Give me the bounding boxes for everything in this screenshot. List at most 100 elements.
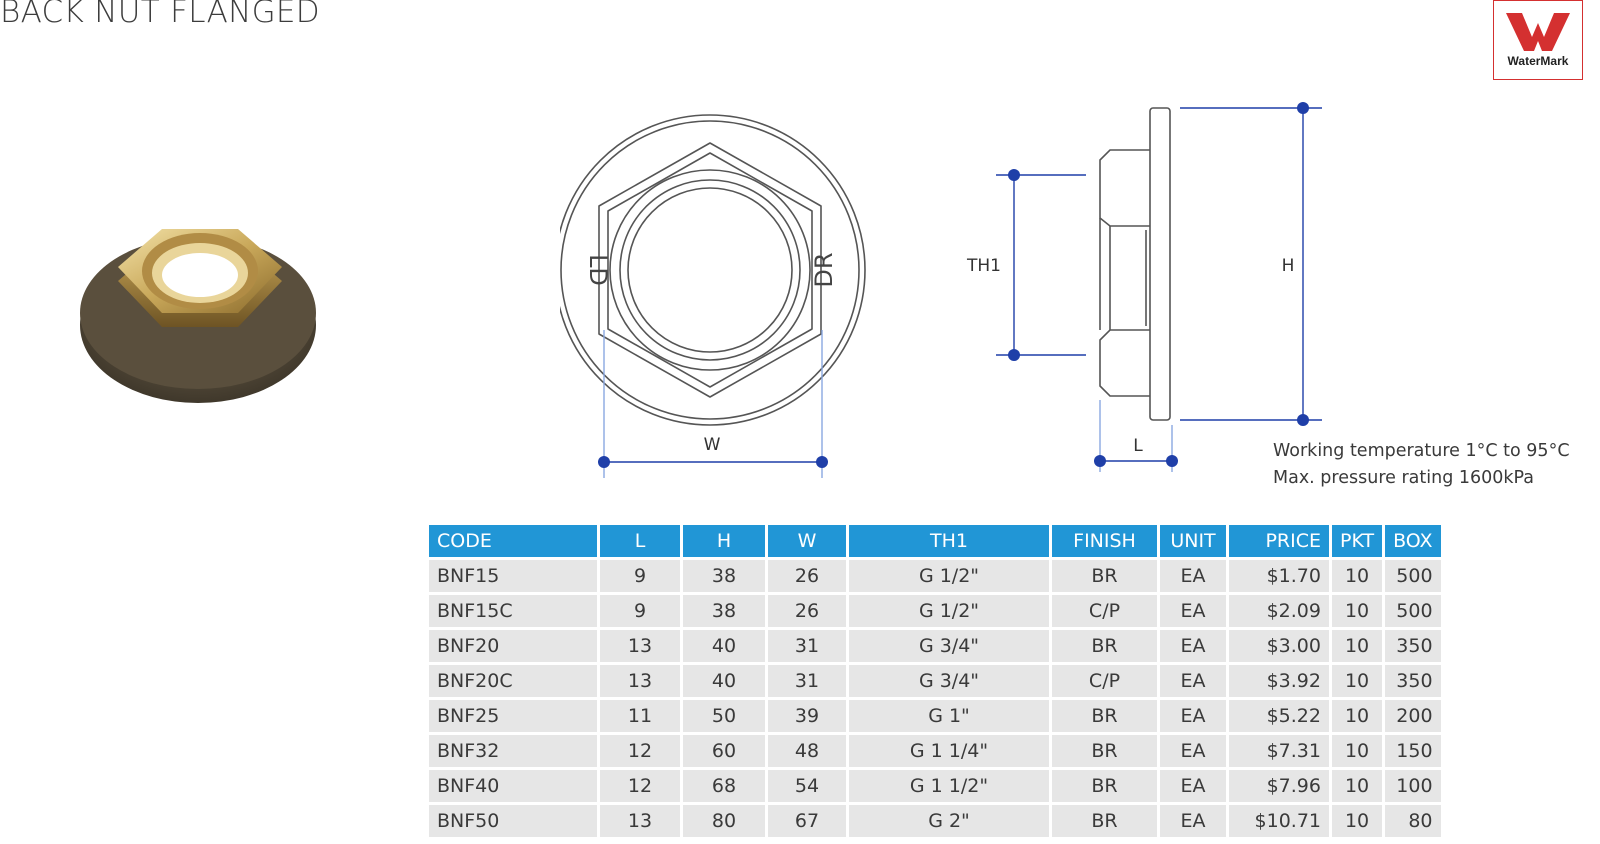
cell-code: BNF15C (429, 595, 597, 627)
cell-pkt: 10 (1332, 700, 1383, 732)
cell-price: $3.00 (1229, 630, 1329, 662)
cell-finish: C/P (1052, 665, 1157, 697)
cell-h: 40 (683, 665, 765, 697)
dimension-label-w: W (704, 435, 721, 455)
cell-box: 350 (1385, 630, 1441, 662)
cell-th1: G 3/4" (849, 665, 1049, 697)
cell-pkt: 10 (1332, 735, 1383, 767)
table-header-row: CODE L H W TH1 FINISH UNIT PRICE PKT BOX (429, 525, 1441, 557)
watermark-label: WaterMark (1507, 54, 1569, 68)
cell-box: 350 (1385, 665, 1441, 697)
cell-finish: BR (1052, 560, 1157, 592)
working-temperature: Working temperature 1°C to 95°C (1273, 441, 1570, 461)
cell-w: 39 (768, 700, 846, 732)
dimension-dot (1297, 414, 1309, 426)
dimension-label-th1: TH1 (966, 256, 1001, 276)
cell-h: 68 (683, 770, 765, 802)
cell-th1: G 1 1/2" (849, 770, 1049, 802)
cell-box: 200 (1385, 700, 1441, 732)
cell-w: 26 (768, 560, 846, 592)
max-pressure: Max. pressure rating 1600kPa (1273, 468, 1535, 488)
header-l: L (600, 525, 680, 557)
cell-l: 9 (600, 560, 680, 592)
cell-finish: C/P (1052, 595, 1157, 627)
cell-w: 54 (768, 770, 846, 802)
cell-unit: EA (1160, 665, 1226, 697)
cell-w: 48 (768, 735, 846, 767)
cell-price: $2.09 (1229, 595, 1329, 627)
product-photo (80, 229, 316, 403)
cell-th1: G 1/2" (849, 595, 1049, 627)
cell-box: 500 (1385, 595, 1441, 627)
header-w: W (768, 525, 846, 557)
cell-box: 80 (1385, 805, 1441, 837)
dimension-label-h: H (1282, 256, 1295, 276)
watermark-w-icon (1506, 13, 1570, 51)
cell-finish: BR (1052, 735, 1157, 767)
cell-w: 67 (768, 805, 846, 837)
cell-h: 80 (683, 805, 765, 837)
cell-l: 12 (600, 735, 680, 767)
cell-unit: EA (1160, 595, 1226, 627)
cell-code: BNF32 (429, 735, 597, 767)
cell-price: $1.70 (1229, 560, 1329, 592)
cell-l: 13 (600, 805, 680, 837)
cell-h: 50 (683, 700, 765, 732)
cell-h: 38 (683, 560, 765, 592)
cell-price: $7.96 (1229, 770, 1329, 802)
dimension-dot (1297, 102, 1309, 114)
header-th1: TH1 (849, 525, 1049, 557)
header-finish: FINISH (1052, 525, 1157, 557)
dimension-dot (598, 456, 610, 468)
cell-l: 13 (600, 665, 680, 697)
cell-price: $7.31 (1229, 735, 1329, 767)
cell-code: BNF15 (429, 560, 597, 592)
page-title: BACK NUT FLANGED (0, 0, 320, 30)
cell-w: 31 (768, 630, 846, 662)
cell-unit: EA (1160, 805, 1226, 837)
cell-l: 13 (600, 630, 680, 662)
cell-th1: G 3/4" (849, 630, 1049, 662)
cell-finish: BR (1052, 805, 1157, 837)
cell-price: $3.92 (1229, 665, 1329, 697)
header-unit: UNIT (1160, 525, 1226, 557)
cell-code: BNF20C (429, 665, 597, 697)
front-stamp-left: LD (584, 254, 612, 286)
cell-code: BNF50 (429, 805, 597, 837)
dimension-dot (816, 456, 828, 468)
header-h: H (683, 525, 765, 557)
cell-h: 38 (683, 595, 765, 627)
cell-th1: G 2" (849, 805, 1049, 837)
dimension-label-l: L (1133, 436, 1143, 456)
cell-pkt: 10 (1332, 770, 1383, 802)
cell-l: 11 (600, 700, 680, 732)
cell-th1: G 1/2" (849, 560, 1049, 592)
cell-unit: EA (1160, 735, 1226, 767)
cell-w: 26 (768, 595, 846, 627)
cell-h: 40 (683, 630, 765, 662)
dimension-dot (1008, 169, 1020, 181)
dimension-dot (1094, 455, 1106, 467)
price-table: CODE L H W TH1 FINISH UNIT PRICE PKT BOX… (426, 522, 1444, 840)
cell-th1: G 1 1/4" (849, 735, 1049, 767)
dimension-dot (1008, 349, 1020, 361)
header-box: BOX (1385, 525, 1441, 557)
cell-unit: EA (1160, 770, 1226, 802)
header-price: PRICE (1229, 525, 1329, 557)
cell-finish: BR (1052, 700, 1157, 732)
cell-code: BNF25 (429, 700, 597, 732)
side-view-drawing: TH1 H L (966, 102, 1322, 472)
cell-box: 500 (1385, 560, 1441, 592)
cell-unit: EA (1160, 560, 1226, 592)
cell-l: 12 (600, 770, 680, 802)
cell-w: 31 (768, 665, 846, 697)
cell-code: BNF20 (429, 630, 597, 662)
